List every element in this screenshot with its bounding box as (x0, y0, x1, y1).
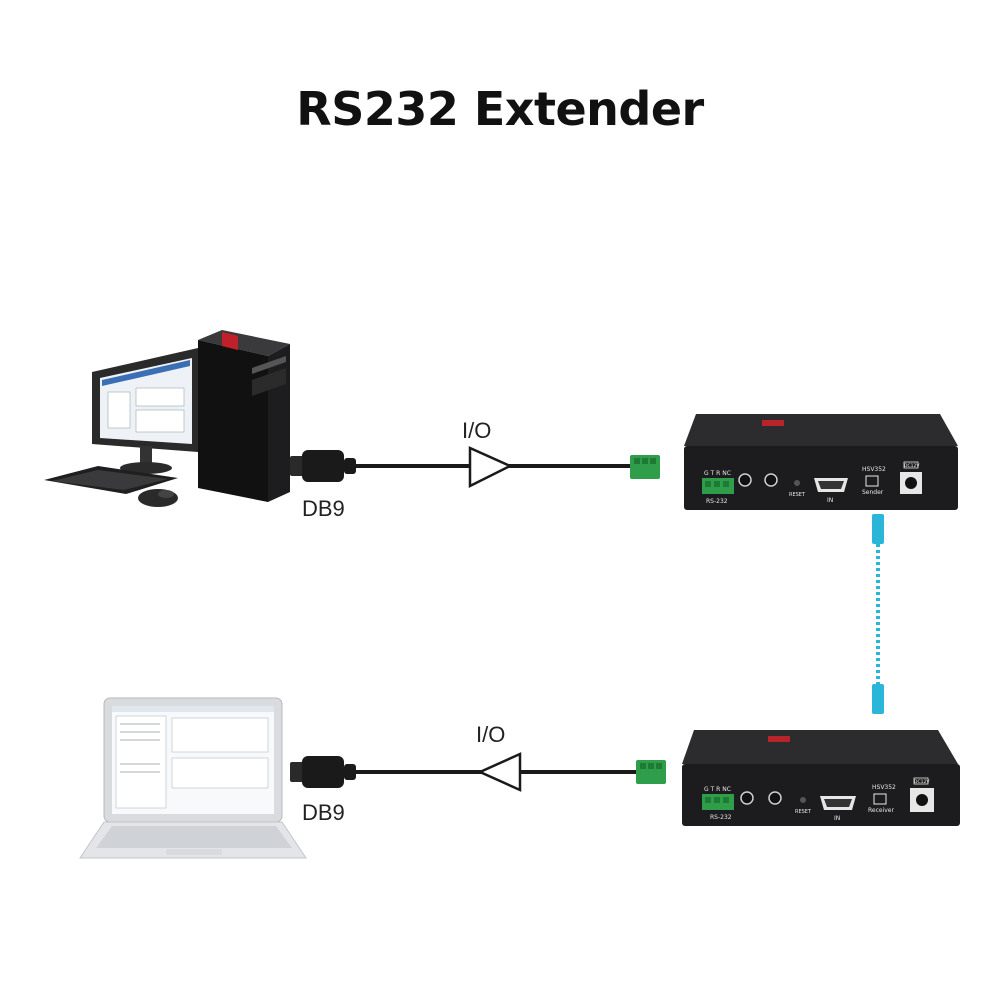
receiver-role: Receiver (868, 807, 894, 814)
receiver-hdmi-label: IN (834, 815, 840, 822)
rj45-plug-top (872, 514, 884, 544)
db9-shell (290, 456, 304, 476)
sender-terminal-pins: G T R NC (704, 470, 731, 477)
sender-brand-badge (762, 420, 784, 426)
receiver-extender: G T R NC RS-232 RESET IN HSV352 Receiver… (682, 730, 960, 826)
sender-audio-jack (738, 473, 752, 487)
sender-reset-button (794, 480, 800, 486)
desktop-tower-side (198, 340, 268, 502)
bottom-io-label: I/O (476, 722, 506, 747)
desktop-screen-titlebar (102, 360, 190, 386)
desktop-screen-panel (135, 409, 185, 433)
receiver-power-label: DC12V (914, 779, 930, 785)
db9-strain-relief (344, 458, 356, 474)
desktop-monitor-base (120, 462, 172, 474)
db9-connector (302, 756, 344, 788)
sender-reset-label: RESET (789, 492, 806, 498)
db9-strain-relief (344, 764, 356, 780)
desktop-computer (44, 330, 290, 507)
diagram-title: RS232 Extender (296, 82, 704, 136)
desktop-tower-drive-bay (252, 356, 286, 374)
rj45-plug-bottom (872, 684, 884, 714)
sender-top-panel (684, 414, 958, 446)
desktop-screen-panel (135, 387, 185, 407)
laptop-screen-panel (171, 717, 269, 753)
db9-connector (302, 450, 344, 482)
desktop-tower-top (198, 330, 290, 356)
laptop-trackpad (166, 849, 222, 855)
receiver-power-label-box (913, 777, 929, 785)
sender-power-label: DC12V (904, 463, 920, 469)
receiver-rs232-label: RS-232 (710, 814, 732, 821)
sender-rj45-port (865, 475, 879, 487)
db9-shell (290, 762, 304, 782)
sender-power-label-box (903, 461, 919, 469)
direction-arrow-left (476, 752, 522, 792)
receiver-terminal-pins: G T R NC (704, 786, 731, 793)
sender-model: HSV352 (862, 466, 886, 473)
receiver-front-panel (682, 764, 960, 826)
laptop-computer (79, 697, 307, 859)
laptop-screen-panel (171, 757, 269, 789)
top-db9-label: DB9 (302, 496, 345, 521)
top-rs232-link (290, 446, 660, 489)
receiver-reset-button (800, 797, 806, 803)
top-io-label: I/O (462, 418, 492, 443)
receiver-reset-label: RESET (795, 809, 812, 815)
desktop-monitor-stand (140, 446, 152, 464)
network-cable (872, 514, 884, 714)
desktop-screen-panel (107, 391, 131, 429)
desktop-tower-front (268, 344, 290, 502)
receiver-top-panel (682, 730, 958, 764)
receiver-model: HSV352 (872, 784, 896, 791)
laptop-keyboard (96, 826, 292, 848)
receiver-rj45-port (873, 793, 887, 805)
desktop-keyboard-keys (52, 470, 168, 490)
desktop-tower-panel (252, 368, 286, 396)
bottom-db9-label: DB9 (302, 800, 345, 825)
sender-ir-jack (764, 473, 778, 487)
receiver-brand-badge (768, 736, 790, 742)
bottom-rs232-link (290, 752, 666, 792)
desktop-tower-badge (222, 332, 238, 350)
sender-hdmi-label: IN (827, 497, 833, 504)
receiver-audio-jack (740, 791, 754, 805)
receiver-ir-jack (768, 791, 782, 805)
desktop-mouse-button (158, 490, 174, 498)
laptop-screen-titlebar (112, 706, 274, 712)
sender-role: Sender (862, 489, 884, 496)
sender-rs232-label: RS-232 (706, 498, 728, 505)
direction-arrow-right (468, 446, 513, 489)
laptop-screen-panel (115, 715, 167, 809)
sender-extender: G T R NC RS-232 RESET IN HSV352 Sender D… (684, 414, 958, 510)
